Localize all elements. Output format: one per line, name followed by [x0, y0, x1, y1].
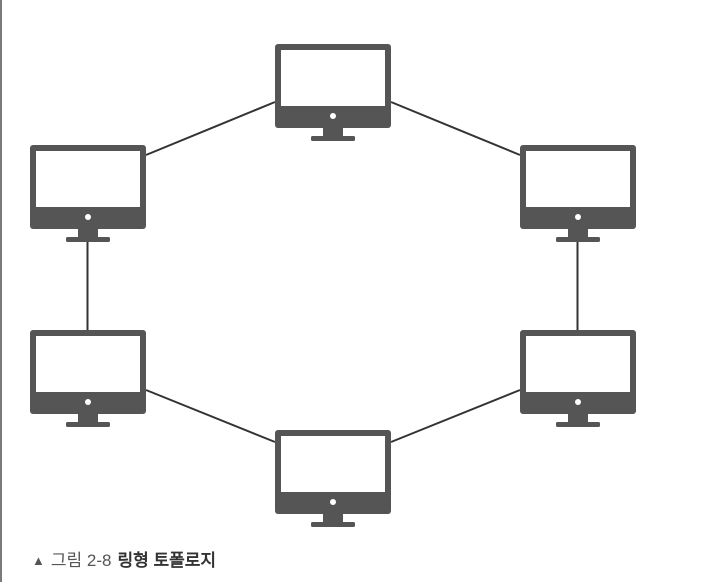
node-lower-left — [30, 330, 146, 427]
links-layer — [86, 101, 579, 443]
desktop-monitor-icon — [275, 44, 391, 141]
desktop-monitor-icon — [30, 145, 146, 242]
link-top-upper-right — [390, 101, 521, 156]
page-left-border — [0, 0, 2, 582]
node-upper-right — [520, 145, 636, 242]
figure-label: 그림 2-8 — [50, 551, 112, 570]
node-upper-left — [30, 145, 146, 242]
node-top — [275, 44, 391, 141]
desktop-monitor-icon — [520, 330, 636, 427]
link-upper-left-top — [145, 101, 276, 156]
triangle-marker-icon: ▲ — [32, 553, 45, 568]
figure-caption: ▲ 그림 2-8 링형 토폴로지 — [32, 550, 216, 572]
nodes-layer — [30, 44, 636, 527]
node-lower-right — [520, 330, 636, 427]
figure-title: 링형 토폴로지 — [117, 551, 217, 570]
desktop-monitor-icon — [30, 330, 146, 427]
link-bottom-lower-left — [145, 389, 276, 443]
node-bottom — [275, 430, 391, 527]
desktop-monitor-icon — [275, 430, 391, 527]
link-lower-right-bottom — [390, 389, 521, 443]
desktop-monitor-icon — [520, 145, 636, 242]
